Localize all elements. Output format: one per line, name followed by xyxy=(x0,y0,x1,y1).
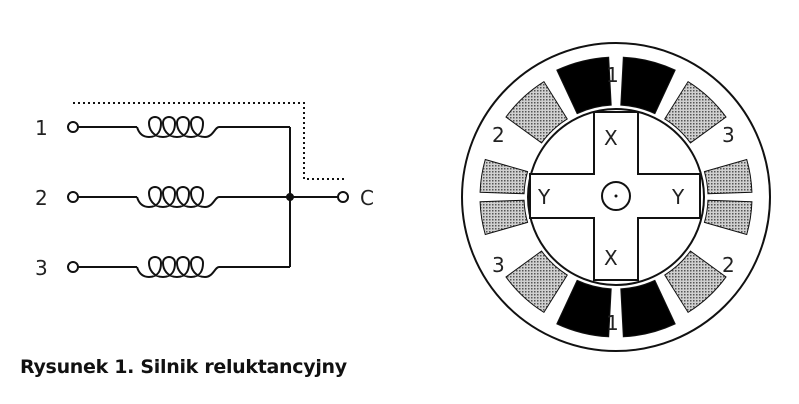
rotor-label-bottom: X xyxy=(604,246,618,270)
coil-1 xyxy=(136,116,290,139)
rotor-label-right: Y xyxy=(671,185,685,209)
coil-3 xyxy=(136,256,290,279)
coil-block xyxy=(479,158,529,195)
coil-block xyxy=(505,250,568,314)
terminal-1 xyxy=(67,121,79,133)
terminal-label-3: 3 xyxy=(35,256,48,280)
stator-label-bottom: 1 xyxy=(606,311,619,335)
phase1-coil xyxy=(556,279,612,338)
figure-caption: Rysunek 1. Silnik reluktancyjny xyxy=(20,356,347,378)
stator-label-upper-left: 2 xyxy=(492,123,505,147)
coil-block xyxy=(664,80,727,144)
coil-block xyxy=(703,199,753,236)
phase1-coil xyxy=(620,279,676,338)
coil-block xyxy=(479,199,529,236)
terminal-2 xyxy=(67,191,79,203)
terminal-label-2: 2 xyxy=(35,186,48,210)
common-terminal-label: C xyxy=(360,186,374,210)
rotor-label-top: X xyxy=(604,126,618,150)
stator-label-lower-right: 2 xyxy=(722,253,735,277)
coil-block xyxy=(703,158,753,195)
stator-coils xyxy=(479,56,753,338)
coil-2 xyxy=(136,186,290,209)
terminal-label-1: 1 xyxy=(35,116,48,140)
winding-circuit xyxy=(67,116,349,279)
shaft-center xyxy=(614,194,618,198)
phase1-coil xyxy=(556,56,612,115)
stator-label-upper-right: 3 xyxy=(722,123,735,147)
dotted-enclosure xyxy=(73,102,344,180)
coil-block xyxy=(505,80,568,144)
reluctance-motor: 1 1 2 2 3 3 X X Y Y xyxy=(461,42,771,352)
stator-label-top: 1 xyxy=(606,63,619,87)
rotor-label-left: Y xyxy=(537,185,551,209)
phase1-coil xyxy=(620,56,676,115)
stator-label-lower-left: 3 xyxy=(492,253,505,277)
terminal-3 xyxy=(67,261,79,273)
common-terminal xyxy=(337,191,349,203)
coil-block xyxy=(664,250,727,314)
